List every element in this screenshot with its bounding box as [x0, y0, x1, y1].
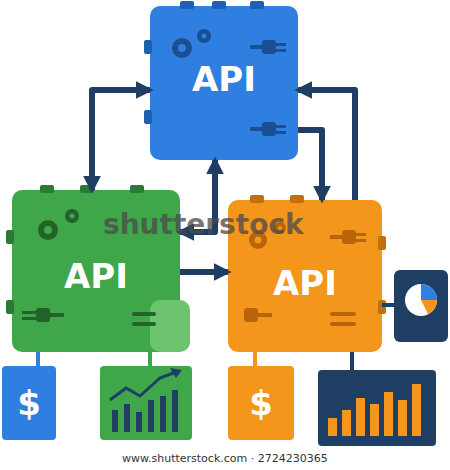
api-box: API — [150, 6, 298, 160]
connector — [298, 90, 355, 200]
dollar-box: $ — [228, 366, 294, 440]
connector — [253, 352, 257, 366]
box-shade — [150, 300, 190, 352]
connector — [36, 352, 40, 366]
dollar-box-shape — [2, 366, 56, 440]
api-label: API — [64, 256, 128, 296]
gear-icon — [38, 209, 79, 240]
dollar-sign: $ — [249, 383, 273, 423]
connector — [180, 269, 228, 275]
bar-chart-icon — [318, 370, 436, 446]
dollar-box: $ — [2, 366, 56, 440]
api-box-shape — [150, 6, 298, 160]
connector — [298, 130, 322, 200]
dollar-sign: $ — [17, 383, 41, 423]
api-label: API — [273, 263, 337, 303]
plug-icon — [22, 308, 156, 326]
pie-chart-icon — [394, 270, 448, 342]
line-chart-icon — [100, 366, 192, 440]
gear-icon — [172, 29, 211, 58]
plug-icon — [244, 230, 366, 326]
box-tabs — [6, 185, 144, 314]
watermark-url: www.shutterstock.com · 2724230365 — [119, 452, 331, 465]
api-label: API — [192, 59, 256, 99]
dollar-box-shape — [228, 366, 294, 440]
box-tabs — [144, 1, 264, 124]
connector — [92, 90, 150, 190]
watermark: shutterstock — [100, 208, 307, 241]
